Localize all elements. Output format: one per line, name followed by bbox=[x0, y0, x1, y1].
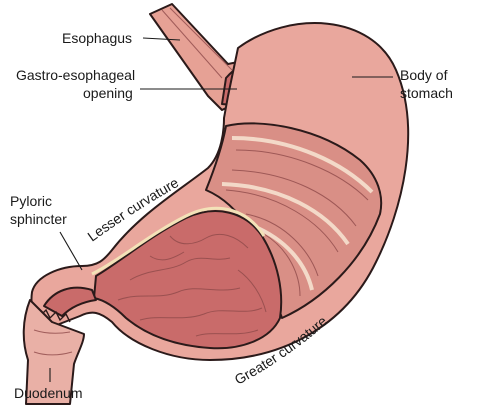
pyloric-sphincter-label-line1: Pyloric bbox=[10, 193, 52, 209]
gastro-esophageal-label-line2: opening bbox=[83, 85, 133, 101]
pyloric-sphincter-label-line2: sphincter bbox=[10, 211, 67, 227]
esophagus-label: Esophagus bbox=[62, 30, 132, 46]
muscle-layers bbox=[205, 122, 383, 319]
mucosa-rugae bbox=[91, 206, 283, 350]
pyloric-region bbox=[39, 286, 97, 323]
esophagus-leader bbox=[142, 37, 181, 41]
duodenum-tube bbox=[22, 299, 85, 405]
body-of-stomach-label-line1: Body of bbox=[400, 67, 448, 83]
duodenum-label: Duodenum bbox=[14, 385, 83, 401]
gastro-esophageal-label-line1: Gastro-esophageal bbox=[16, 67, 135, 83]
body-of-stomach-label-line2: stomach bbox=[400, 85, 453, 101]
pyloric-sphincter-leader bbox=[59, 231, 83, 271]
